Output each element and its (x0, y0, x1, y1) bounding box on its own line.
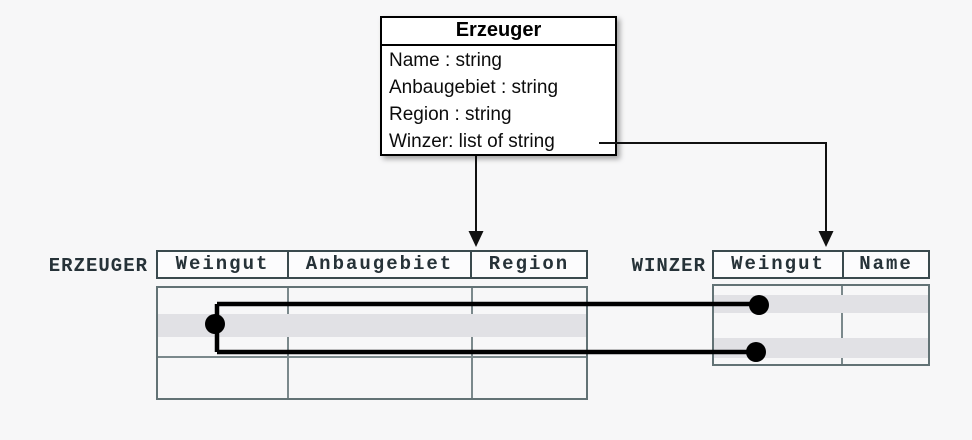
class-attributes: Name : string Anbaugebiet : string Regio… (382, 46, 615, 154)
column-divider (287, 288, 289, 398)
winzer-column-weingut: Weingut (731, 253, 825, 275)
erzeuger-column-weingut: Weingut (175, 253, 270, 275)
class-to-erzeuger-arrow (468, 156, 484, 247)
class-attribute-winzer: Winzer: list of string (389, 131, 555, 152)
class-attribute-region: Region : string (389, 104, 512, 125)
winzer-column-name: Name (842, 252, 928, 277)
class-attribute-anbaugebiet: Anbaugebiet : string (389, 77, 559, 98)
winzer-attribute-to-winzer-arrow (599, 142, 834, 247)
highlighted-row (158, 314, 586, 337)
erzeuger-table-label: ERZEUGER (48, 255, 148, 277)
class-attribute-name: Name : string (389, 50, 502, 71)
row-divider (158, 356, 586, 358)
highlighted-row (714, 295, 928, 313)
winzer-table-header: Weingut Name (712, 250, 930, 279)
winzer-table-body (712, 284, 930, 366)
erzeuger-column-anbaugebiet: Anbaugebiet (287, 252, 470, 277)
erzeuger-table-body (156, 286, 588, 400)
class-title: Erzeuger (382, 18, 615, 46)
arrowhead-down-icon (818, 231, 834, 247)
column-divider (841, 286, 843, 364)
erzeuger-table-header: Weingut Anbaugebiet Region (156, 250, 588, 279)
winzer-table-label: WINZER (631, 255, 706, 277)
uml-class-box-erzeuger: Erzeuger Name : string Anbaugebiet : str… (380, 16, 617, 156)
arrowhead-down-icon (468, 231, 484, 247)
erzeuger-column-region: Region (470, 252, 586, 277)
highlighted-row (714, 338, 928, 358)
arrow-shaft (599, 142, 827, 233)
column-divider (471, 288, 473, 398)
